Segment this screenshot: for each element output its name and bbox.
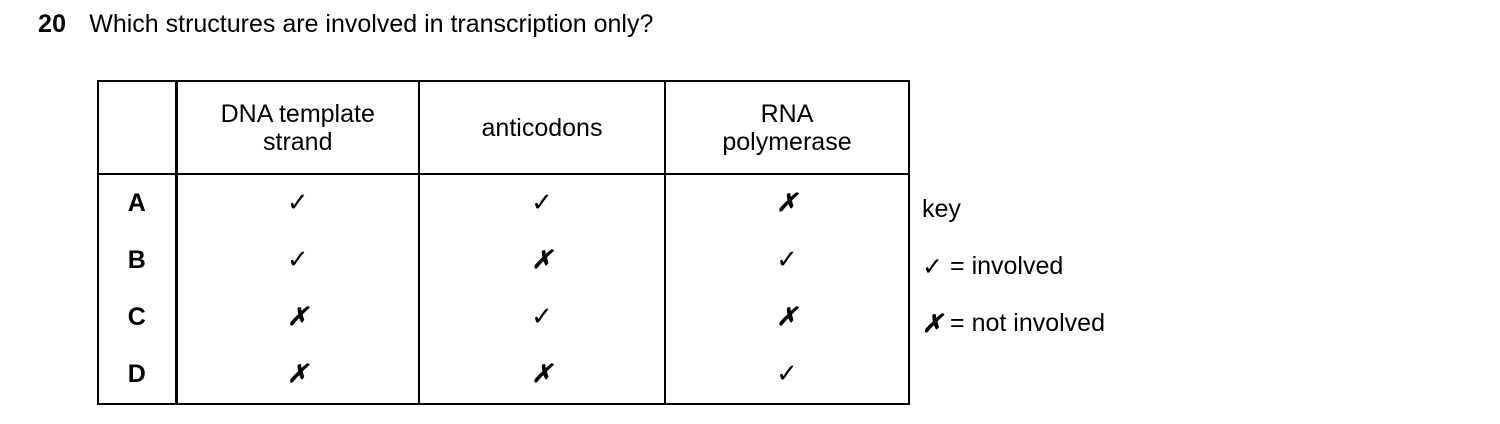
key-label-involved: involved (971, 252, 1064, 280)
cross-icon: ✗ (776, 189, 798, 217)
header-label-line2: strand (263, 127, 333, 156)
question-number: 20 (38, 10, 67, 38)
table-row[interactable]: C ✗ ✓ ✗ (98, 289, 909, 346)
cross-icon: ✗ (922, 309, 943, 338)
key-legend: key ✓ = involved ✗ = not involved (922, 80, 1342, 352)
cell-b-anticodons: ✗ (418, 232, 665, 289)
cell-c-rna-polymerase: ✗ (664, 289, 909, 346)
table-header-row: DNA template strand anticodons RNA polym… (98, 81, 909, 175)
tick-icon: ✓ (531, 187, 553, 217)
header-cell-dna-template-strand: DNA template strand (174, 81, 419, 175)
header-cell-rna-polymerase: RNA polymerase (664, 81, 909, 175)
question-line: 20 Which structures are involved in tran… (38, 10, 653, 39)
key-equals-sign: = (949, 252, 965, 280)
key-title: key (922, 195, 961, 223)
header-cell-anticodons: anticodons (418, 81, 665, 175)
header-corner-cell (98, 81, 176, 175)
cross-icon: ✗ (531, 246, 553, 274)
row-letter-c: C (127, 303, 146, 331)
tick-icon: ✓ (922, 252, 943, 281)
cell-b-dna-template-strand: ✓ (174, 232, 419, 289)
cell-b-rna-polymerase: ✓ (664, 232, 909, 289)
cell-c-dna-template-strand: ✗ (174, 289, 419, 346)
key-label-not-involved: not involved (971, 309, 1105, 337)
cross-icon: ✗ (287, 360, 309, 388)
table-row[interactable]: A ✓ ✓ ✗ (98, 174, 909, 232)
row-letter-d: D (127, 360, 146, 388)
key-line-not-involved: ✗ = not involved (922, 295, 1342, 352)
key-line-involved: ✓ = involved (922, 238, 1342, 295)
cell-a-dna-template-strand: ✓ (174, 174, 419, 232)
cell-a-rna-polymerase: ✗ (664, 174, 909, 232)
header-label-line1: RNA (760, 99, 814, 128)
header-label-line1: DNA template (220, 99, 375, 128)
cell-d-dna-template-strand: ✗ (174, 346, 419, 404)
tick-icon: ✓ (286, 187, 309, 217)
answer-options-table: DNA template strand anticodons RNA polym… (97, 80, 910, 405)
cross-icon: ✗ (287, 303, 309, 331)
table-row[interactable]: D ✗ ✗ ✓ (98, 346, 909, 404)
question-text: Which structures are involved in transcr… (89, 10, 654, 38)
cross-icon: ✗ (531, 360, 553, 388)
key-equals-sign: = (949, 309, 965, 337)
header-label-line1: anticodons (481, 113, 603, 142)
cell-a-anticodons: ✓ (418, 174, 665, 232)
tick-icon: ✓ (286, 244, 309, 274)
table-row[interactable]: B ✓ ✗ ✓ (98, 232, 909, 289)
cross-icon: ✗ (776, 303, 798, 331)
cell-c-anticodons: ✓ (418, 289, 665, 346)
key-title-line: key (922, 181, 1342, 238)
tick-icon: ✓ (531, 301, 553, 331)
tick-icon: ✓ (776, 358, 798, 388)
cell-d-rna-polymerase: ✓ (664, 346, 909, 404)
tick-icon: ✓ (776, 244, 798, 274)
row-letter-a: A (127, 189, 146, 217)
cell-d-anticodons: ✗ (418, 346, 665, 404)
header-label-line2: polymerase (722, 127, 852, 156)
row-letter-b: B (127, 246, 146, 274)
